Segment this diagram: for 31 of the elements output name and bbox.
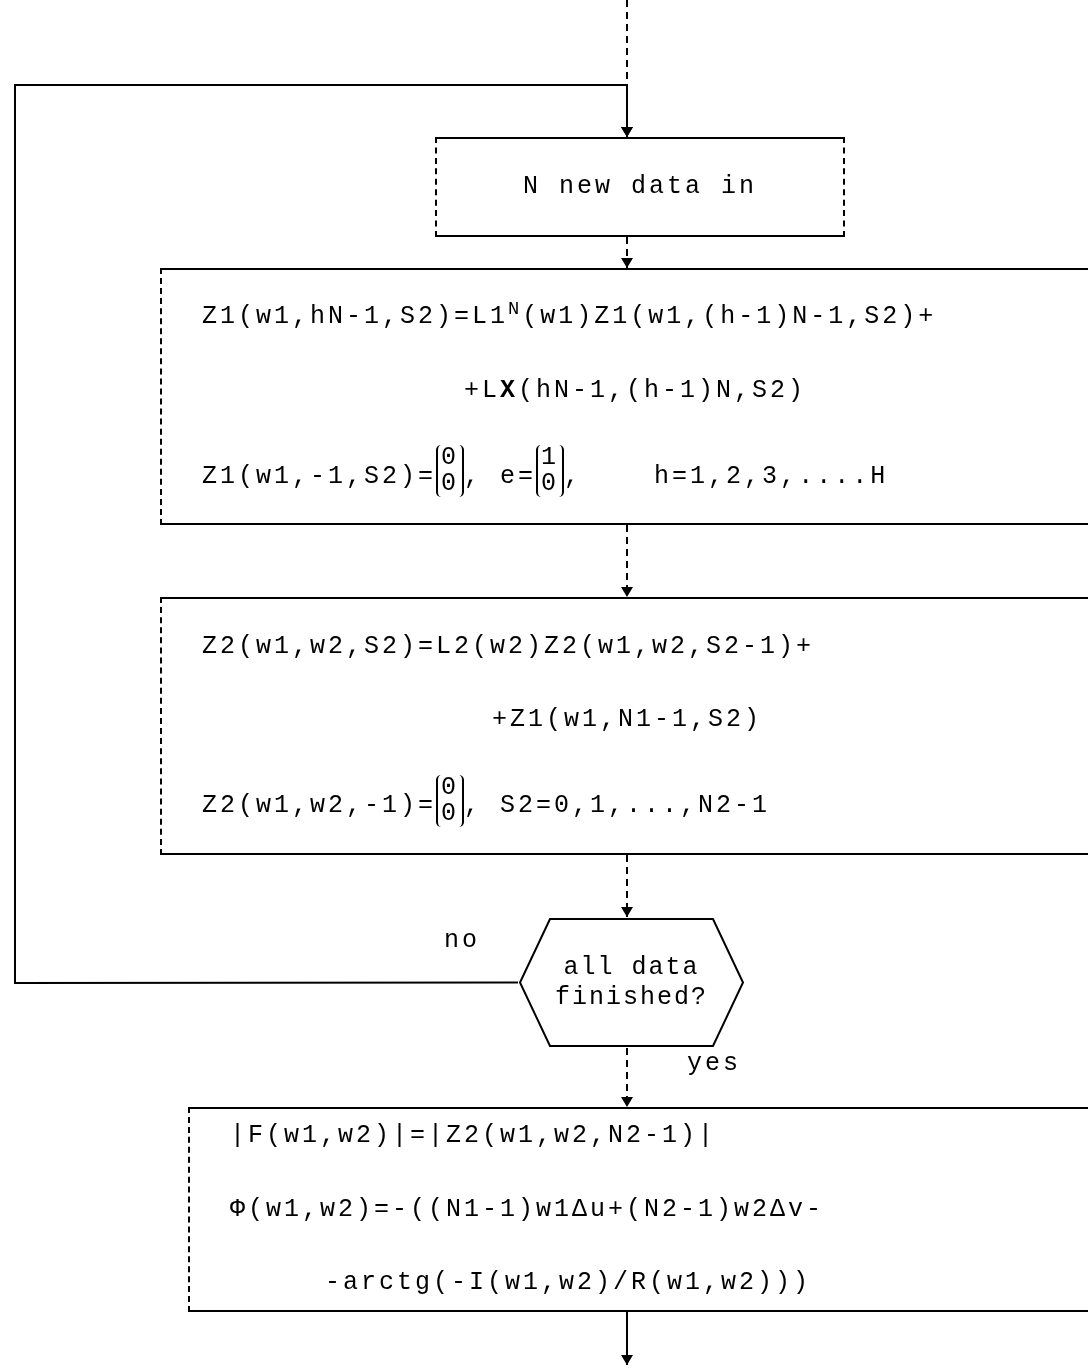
formula-text: |F(w1,w2)|=|Z2(w1,w2,N2-1)| — [230, 1120, 717, 1153]
vector-entry: 0 — [441, 471, 460, 497]
decision-text: all data finished? — [555, 952, 708, 1012]
formula-text: Z1(w1,hN-1,S2)=L1$^{N}$(w1)Z1(w1,(h-1)N-1,S2)+ — [202, 298, 937, 333]
vector-entry: 0 — [441, 774, 460, 801]
arrow — [621, 236, 633, 269]
process-box — [435, 137, 845, 237]
formula-text: Z1(w1,-1,S2)= — [202, 460, 437, 493]
vector-entry: 0 — [441, 800, 460, 827]
arrow — [621, 524, 633, 598]
decision-hexagon — [518, 917, 745, 1048]
formula-text: +Z1(w1,N1-1,S2) — [492, 704, 763, 736]
formula-text: Z2(w1,w2,S2)=L2(w2)Z2(w1,w2,S2-1)+ — [202, 630, 815, 663]
vector-entry: 0 — [541, 471, 560, 497]
formula-text: N new data in — [522, 171, 757, 204]
arrow — [14, 84, 633, 984]
process-box — [160, 268, 1088, 525]
formula-text: +LX(hN-1,(h-1)N,S2) — [464, 374, 807, 407]
arrow — [621, 1047, 633, 1108]
formula-text: , e= — [464, 460, 537, 493]
vector-entry: 1 — [541, 445, 560, 471]
formula-text: Φ(w1,w2)=-((N1-1)w1Δu+(N2-1)w2Δv- — [230, 1193, 825, 1226]
process-box — [160, 597, 1088, 855]
formula-text: , S2=0,1,...,N2-1 — [464, 790, 771, 822]
vector-entry: 0 — [441, 445, 460, 471]
formula-text: Z2(w1,w2,-1)= — [202, 790, 437, 822]
formula-text: , h=1,2,3,....H — [564, 460, 889, 493]
formula-text: -arctg(-I(w1,w2)/R(w1,w2))) — [325, 1267, 812, 1300]
process-box — [188, 1107, 1088, 1312]
arrow — [621, 1311, 633, 1366]
arrow — [621, 854, 633, 918]
